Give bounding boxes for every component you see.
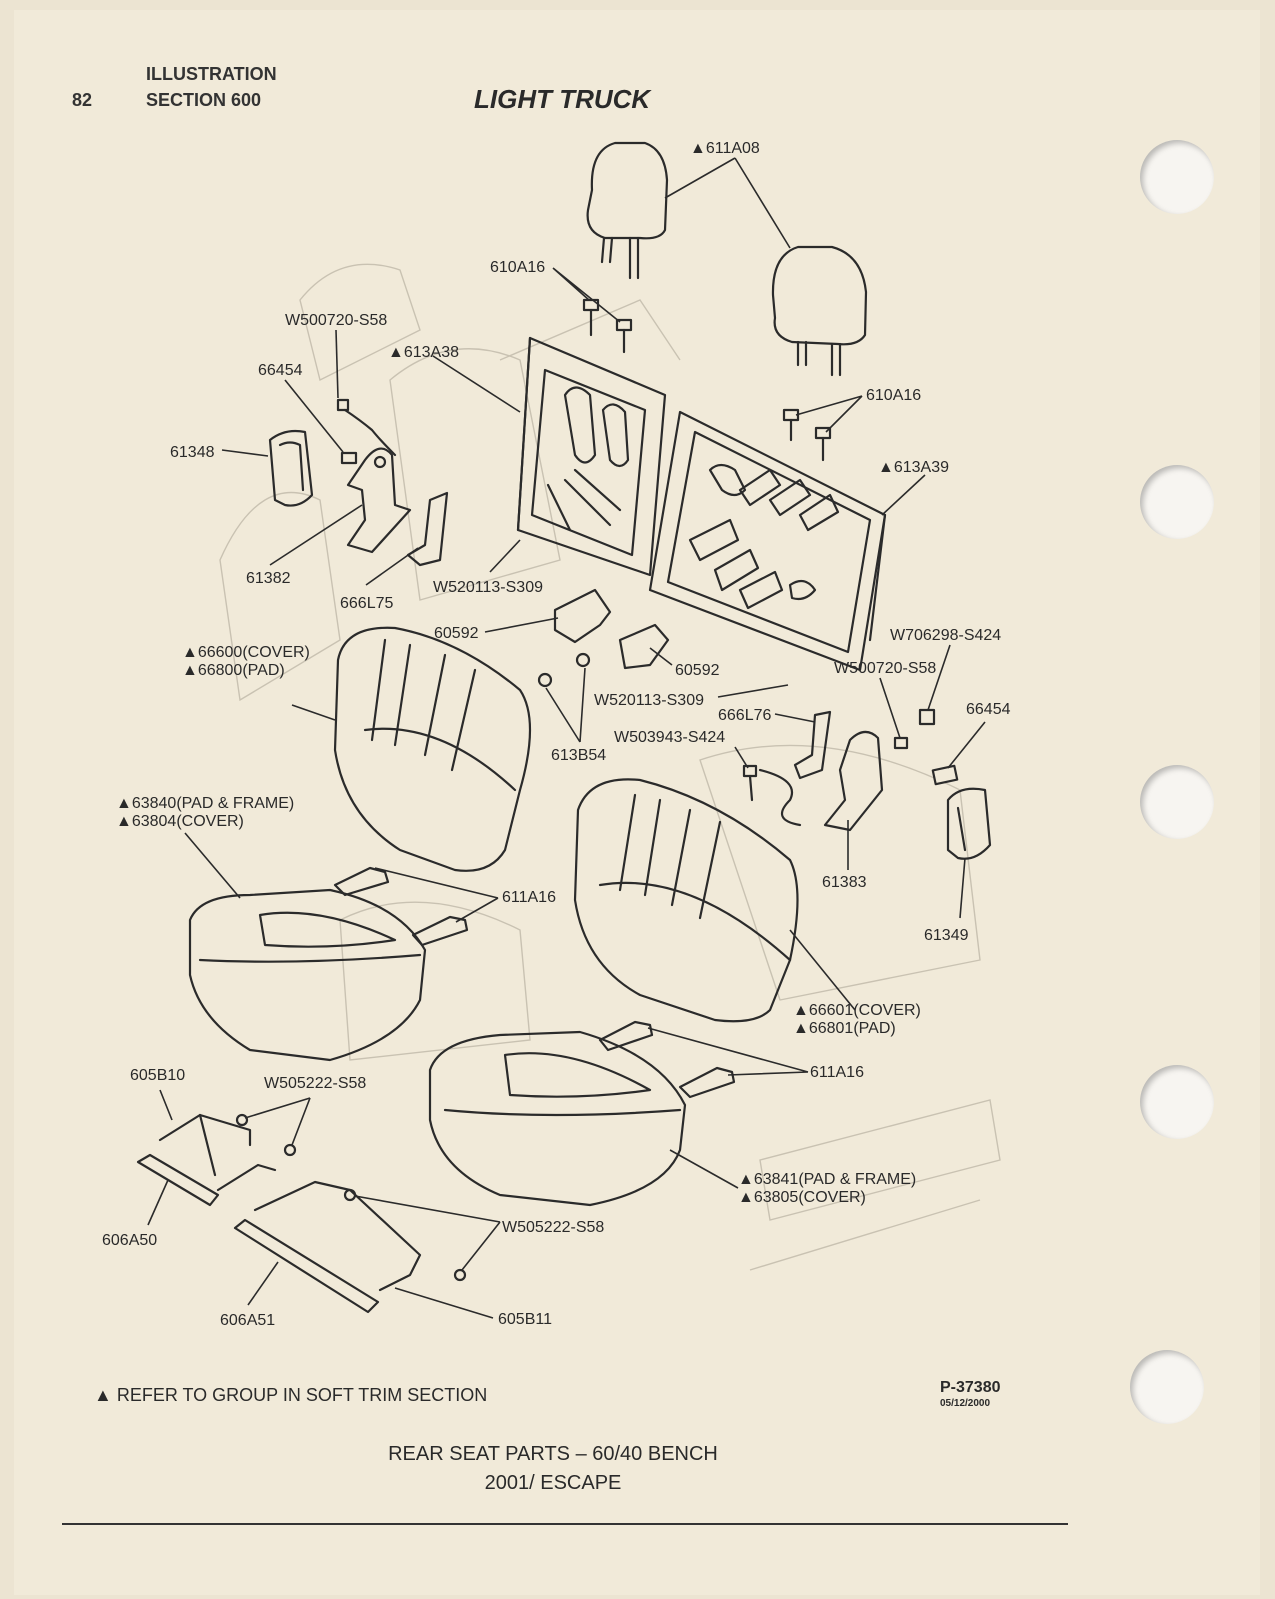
label-w503943: W503943-S424: [614, 729, 725, 746]
label-61349: 61349: [924, 927, 969, 944]
illustration-heading: ILLUSTRATION: [146, 64, 277, 84]
label-w500720-right: W500720-S58: [834, 660, 936, 677]
strap-606a51: [233, 1218, 380, 1314]
label-605b10: 605B10: [130, 1067, 185, 1084]
bezel-61348: [268, 429, 314, 507]
label-60592-left: 60592: [434, 625, 479, 642]
label-606a50: 606A50: [102, 1232, 157, 1249]
bolts-610a16: [582, 298, 832, 462]
label-666l75: 666L75: [340, 595, 393, 612]
seatback-frame-left: [516, 336, 667, 577]
bracket-666l75: [406, 491, 449, 567]
label-610a16-right: 610A16: [866, 387, 921, 404]
latch-61383: [742, 708, 936, 832]
bezel-61349: [946, 787, 992, 860]
section-heading: SECTION 600: [146, 90, 262, 110]
label-61382: 61382: [246, 570, 291, 587]
page-number: 82: [72, 90, 93, 110]
label-613a38: ▲613A38: [388, 344, 459, 361]
label-w500720-left: W500720-S58: [285, 312, 387, 329]
label-611a16-upper: 611A16: [502, 889, 556, 906]
label-63840: ▲63840(PAD & FRAME): [116, 795, 294, 812]
label-666l76: 666L76: [718, 707, 771, 724]
label-w520113-bottom: W520113-S309: [594, 692, 704, 709]
label-63841: ▲63841(PAD & FRAME): [738, 1171, 916, 1188]
label-60592-right: 60592: [675, 662, 720, 679]
hinges-60592: [537, 588, 670, 688]
label-66454-left: 66454: [258, 362, 303, 379]
leader-lines: [147, 157, 986, 1319]
seat-cushion-left: [188, 888, 427, 1062]
binder-hole: [1140, 140, 1214, 214]
binder-hole: [1130, 1350, 1204, 1424]
strap-606a50: [136, 1153, 220, 1207]
label-66454-right: 66454: [966, 701, 1011, 718]
binder-hole: [1140, 765, 1214, 839]
seat-cushion-right: [428, 1030, 687, 1207]
label-w520113-top: W520113-S309: [433, 579, 543, 596]
headrest-right: [771, 245, 868, 377]
headrest-left: [586, 141, 669, 280]
bottom-rule: [62, 1523, 1068, 1525]
illustration-part-number: P-37380: [940, 1379, 1001, 1396]
label-61383: 61383: [822, 874, 867, 891]
label-611a16-lower: 611A16: [810, 1064, 864, 1081]
pins-611a16: [333, 866, 736, 1099]
label-66801: ▲66801(PAD): [793, 1020, 896, 1037]
label-613a39: ▲613A39: [878, 459, 949, 476]
caption-title: REAR SEAT PARTS – 60/40 BENCH: [388, 1443, 718, 1465]
seat-back-right: [573, 778, 799, 1023]
clip-66454-right: [931, 764, 959, 786]
label-61348: 61348: [170, 444, 215, 461]
label-66600: ▲66600(COVER): [182, 644, 310, 661]
seatback-frame-right: [648, 410, 887, 672]
label-66800: ▲66800(PAD): [182, 662, 285, 679]
page-title: LIGHT TRUCK: [474, 84, 651, 114]
label-63805: ▲63805(COVER): [738, 1189, 866, 1206]
illustration-date: 05/12/2000: [940, 1398, 991, 1409]
caption-model: 2001/ ESCAPE: [484, 1472, 622, 1494]
label-w505222-top: W505222-S58: [264, 1075, 366, 1092]
label-66601: ▲66601(COVER): [793, 1002, 921, 1019]
bracket-666l76: [793, 710, 832, 780]
seat-back-left: [333, 626, 532, 872]
label-63804: ▲63804(COVER): [116, 813, 244, 830]
label-w706298: W706298-S424: [890, 627, 1001, 644]
bleed-through: [219, 263, 1001, 1271]
binder-hole: [1140, 465, 1214, 539]
label-613b54: 613B54: [551, 747, 606, 764]
label-w505222-bottom: W505222-S58: [502, 1219, 604, 1236]
label-606a51: 606A51: [220, 1312, 275, 1329]
latch-61382: [336, 398, 412, 554]
seat-supports: [158, 1113, 467, 1292]
label-611a08: ▲611A08: [690, 140, 760, 157]
callout-labels: ▲611A08 610A16 W500720-S58 ▲613A38 66454…: [102, 140, 1011, 1329]
soft-trim-note: ▲ REFER TO GROUP IN SOFT TRIM SECTION: [94, 1385, 488, 1405]
label-605b11: 605B11: [498, 1311, 552, 1328]
binder-hole: [1140, 1065, 1214, 1139]
label-610a16-left: 610A16: [490, 259, 545, 276]
